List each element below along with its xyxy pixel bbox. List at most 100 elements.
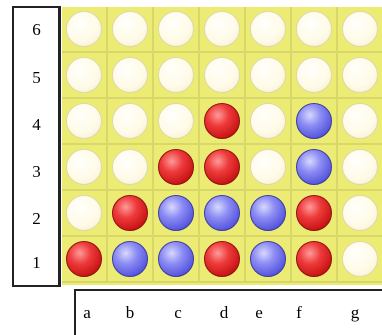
file-label-c: c <box>174 303 182 322</box>
board-cell-g6[interactable] <box>338 7 382 53</box>
board-cell-a6[interactable] <box>62 7 108 53</box>
board-cell-e2[interactable] <box>246 191 292 237</box>
file-labels-panel: a b c d e f g <box>74 289 382 335</box>
blue-disc <box>250 241 286 277</box>
blue-disc <box>250 195 286 231</box>
board-cell-e3[interactable] <box>246 145 292 191</box>
board-cell-a3[interactable] <box>62 145 108 191</box>
rank-label-6: 6 <box>32 20 41 39</box>
board-cell-c6[interactable] <box>154 7 200 53</box>
red-disc <box>204 103 240 139</box>
board-cell-f2[interactable] <box>292 191 338 237</box>
board-cell-b5[interactable] <box>108 53 154 99</box>
empty-slot <box>342 149 378 185</box>
board-cell-g1[interactable] <box>338 237 382 283</box>
empty-slot <box>112 149 148 185</box>
board-cell-f5[interactable] <box>292 53 338 99</box>
board-cell-e1[interactable] <box>246 237 292 283</box>
board-cell-b2[interactable] <box>108 191 154 237</box>
empty-slot <box>66 195 102 231</box>
red-disc <box>204 149 240 185</box>
blue-disc <box>204 195 240 231</box>
empty-slot <box>342 57 378 93</box>
rank-label-1: 1 <box>32 253 41 272</box>
board-cell-g5[interactable] <box>338 53 382 99</box>
empty-slot <box>158 57 194 93</box>
board-cell-a4[interactable] <box>62 99 108 145</box>
blue-disc <box>112 241 148 277</box>
blue-disc <box>158 195 194 231</box>
empty-slot <box>66 103 102 139</box>
board-cell-f4[interactable] <box>292 99 338 145</box>
red-disc <box>296 195 332 231</box>
rank-label-2: 2 <box>32 209 41 228</box>
blue-disc <box>296 149 332 185</box>
empty-slot <box>342 195 378 231</box>
board-cell-e4[interactable] <box>246 99 292 145</box>
board-cell-b4[interactable] <box>108 99 154 145</box>
board-cell-a5[interactable] <box>62 53 108 99</box>
rank-label-5: 5 <box>32 68 41 87</box>
board-cell-a1[interactable] <box>62 237 108 283</box>
empty-slot <box>66 149 102 185</box>
board-cell-d1[interactable] <box>200 237 246 283</box>
red-disc <box>296 241 332 277</box>
empty-slot <box>66 57 102 93</box>
rank-label-3: 3 <box>32 162 41 181</box>
empty-slot <box>66 11 102 47</box>
board-cell-b6[interactable] <box>108 7 154 53</box>
board-cell-d4[interactable] <box>200 99 246 145</box>
empty-slot <box>342 241 378 277</box>
file-label-a: a <box>83 303 91 322</box>
red-disc <box>66 241 102 277</box>
empty-slot <box>112 103 148 139</box>
board-cell-a2[interactable] <box>62 191 108 237</box>
board-cell-c4[interactable] <box>154 99 200 145</box>
empty-slot <box>342 103 378 139</box>
file-label-d: d <box>219 303 229 322</box>
empty-slot <box>296 11 332 47</box>
empty-slot <box>342 11 378 47</box>
file-label-g: g <box>350 303 360 322</box>
rank-label-4: 4 <box>32 115 41 134</box>
file-label-e: e <box>255 303 263 322</box>
board-cell-g4[interactable] <box>338 99 382 145</box>
board-cell-d5[interactable] <box>200 53 246 99</box>
empty-slot <box>250 149 286 185</box>
empty-slot <box>112 57 148 93</box>
red-disc <box>204 241 240 277</box>
empty-slot <box>204 11 240 47</box>
board-cell-c2[interactable] <box>154 191 200 237</box>
empty-slot <box>296 57 332 93</box>
board-cell-d6[interactable] <box>200 7 246 53</box>
board-cell-e6[interactable] <box>246 7 292 53</box>
board-cell-c1[interactable] <box>154 237 200 283</box>
file-label-b: b <box>125 303 135 322</box>
blue-disc <box>158 241 194 277</box>
empty-slot <box>250 103 286 139</box>
board-cell-d2[interactable] <box>200 191 246 237</box>
board-cell-c3[interactable] <box>154 145 200 191</box>
file-label-f: f <box>296 303 302 322</box>
empty-slot <box>250 57 286 93</box>
board-cell-c5[interactable] <box>154 53 200 99</box>
red-disc <box>158 149 194 185</box>
blue-disc <box>296 103 332 139</box>
board-cell-f6[interactable] <box>292 7 338 53</box>
red-disc <box>112 195 148 231</box>
empty-slot <box>112 11 148 47</box>
board-cell-d3[interactable] <box>200 145 246 191</box>
board-cell-b1[interactable] <box>108 237 154 283</box>
rank-labels-panel: 6 5 4 3 2 1 <box>12 6 61 287</box>
empty-slot <box>158 11 194 47</box>
board-cell-e5[interactable] <box>246 53 292 99</box>
board-cell-f1[interactable] <box>292 237 338 283</box>
board-cell-f3[interactable] <box>292 145 338 191</box>
empty-slot <box>204 57 240 93</box>
empty-slot <box>158 103 194 139</box>
empty-slot <box>250 11 286 47</box>
board-cell-g2[interactable] <box>338 191 382 237</box>
board-cell-g3[interactable] <box>338 145 382 191</box>
board-cell-b3[interactable] <box>108 145 154 191</box>
game-board[interactable] <box>62 7 382 285</box>
